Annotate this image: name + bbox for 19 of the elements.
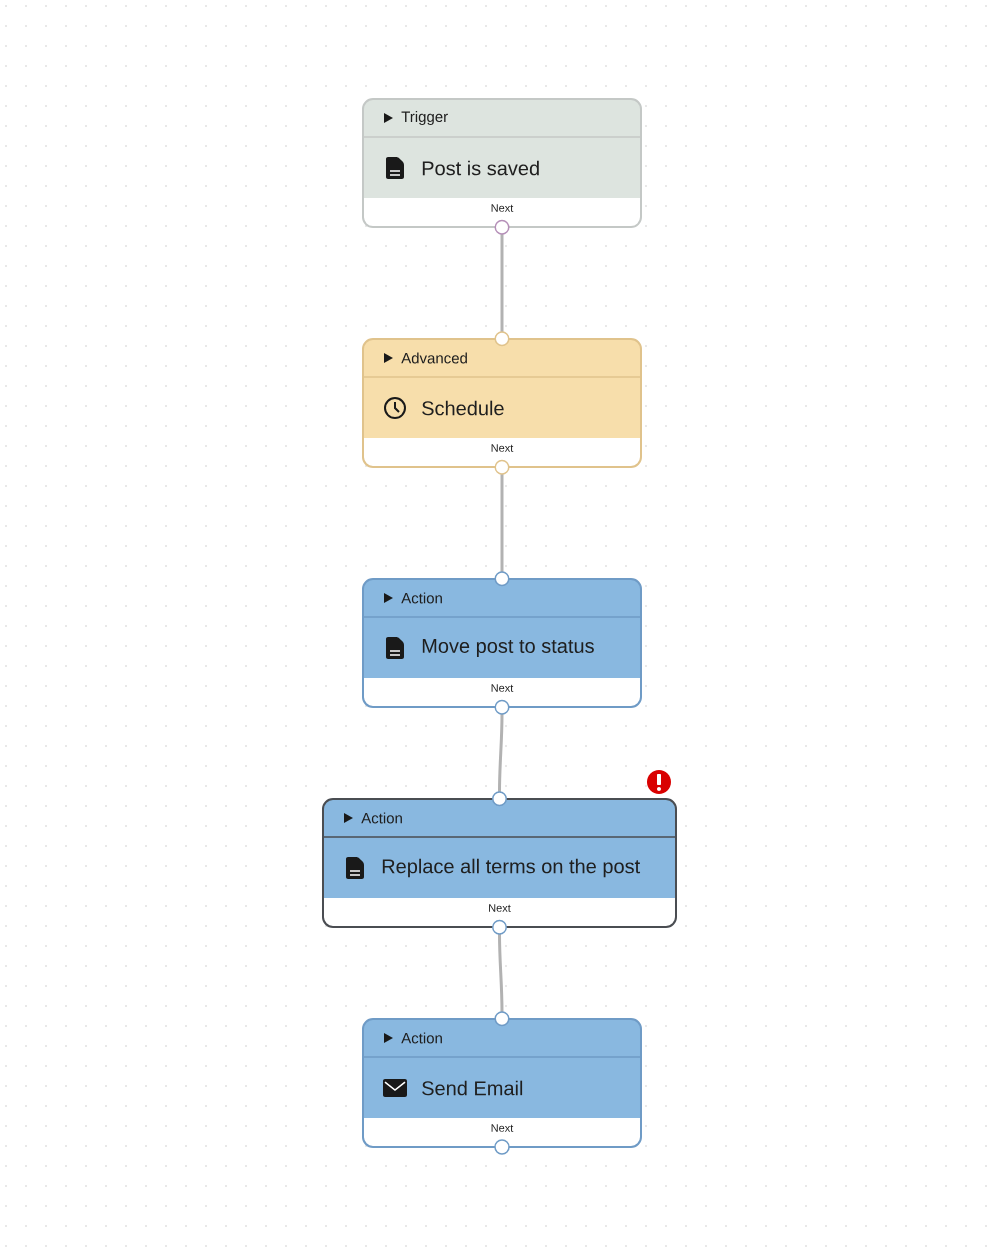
step-title: Replace all terms on the post [382,858,640,878]
step-type-label: Advanced [401,352,467,364]
connector-line [494,219,510,347]
step-type-label: Action [401,1032,442,1044]
next-label: Next [491,204,514,212]
connector-line [492,919,510,1027]
step-title: Send Email [422,1080,523,1096]
step-type-label: Action [361,812,402,824]
next-label: Next [491,684,514,692]
next-label: Next [491,1124,514,1132]
next-label: Next [491,444,514,452]
step-title: Move post to status [422,639,594,657]
connector-line [492,699,510,807]
step-type-label: Action [401,592,442,604]
step-type-label: Trigger [401,111,448,125]
step-title: Post is saved [422,160,539,176]
next-label: Next [489,904,511,912]
connector-line [494,459,510,587]
step-title: Schedule [422,400,504,416]
